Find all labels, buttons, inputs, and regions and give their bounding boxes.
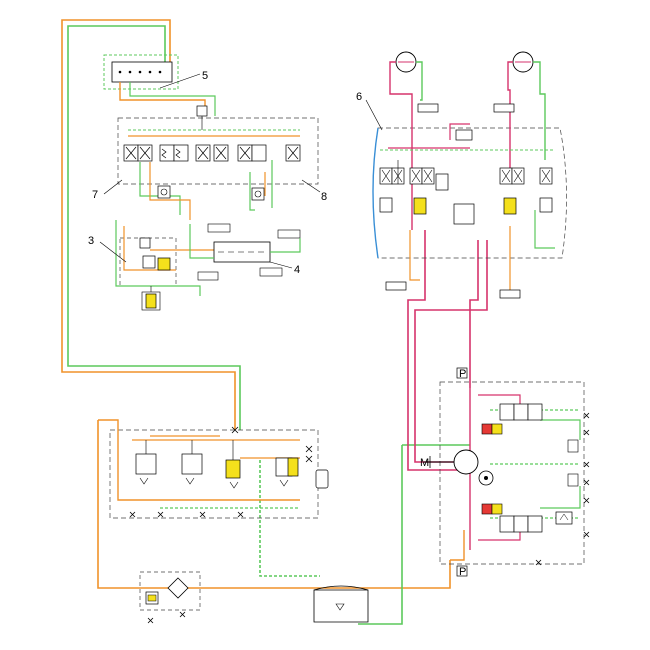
return-hose-bottom [358,445,403,625]
pump-symbol [453,449,479,475]
manifold-5-outline [103,54,179,90]
pressure-hose-bottom [97,420,451,589]
manifold-5-orange [119,82,206,112]
callout-3: 3 [88,235,94,247]
pressure-hose-left [61,19,236,430]
terminal-marks [129,412,590,624]
filter-unit [139,571,201,611]
main-valve-group [98,419,329,519]
pilot-block-4 [189,223,301,277]
motor-label: M [420,457,429,469]
valve-bank-boundary [117,117,319,185]
manifold-5-body [111,61,173,83]
valve-bank-7-8 [117,105,319,220]
callout-7: 7 [92,189,98,201]
pump-motor-unit: P P M [420,367,585,578]
port-p-top-label: P [459,368,466,380]
motor-hose-3 [469,240,479,388]
pump-unit-boundary [439,381,585,565]
callout-5: 5 [202,70,208,82]
motor-hose-1 [407,230,465,471]
pilot-line-tank [259,460,320,577]
motor-circuit-6 [372,51,567,299]
main-hoses [61,19,488,625]
callout-8: 8 [321,191,327,203]
callout-4: 4 [294,264,300,276]
manifold-5-green [129,82,216,116]
pilot-block-3 [115,220,231,311]
callout-6: 6 [356,91,362,103]
port-p-bottom-label: P [459,566,466,578]
return-hose-left [67,25,241,430]
valve-row [123,144,301,162]
tank [313,585,369,623]
port-p-bottom [456,565,468,577]
port-p-top [456,367,468,379]
